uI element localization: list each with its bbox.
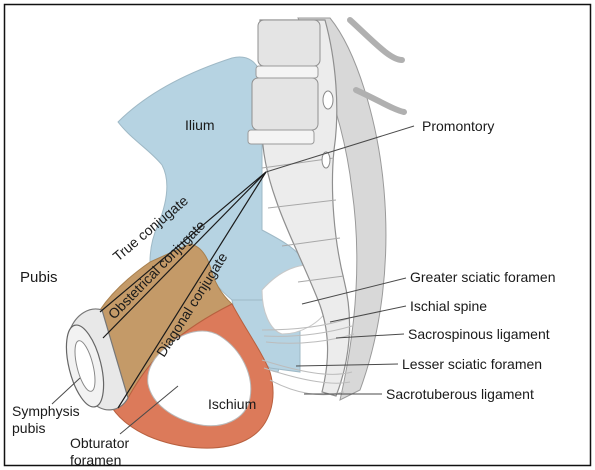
- label-obturator-foramen-line1: Obturator: [70, 435, 129, 451]
- label-greater-sciatic-foramen: Greater sciatic foramen: [410, 269, 556, 285]
- label-symphysis-pubis-line1: Symphysis: [12, 403, 80, 419]
- label-ischium: Ischium: [208, 396, 256, 412]
- label-lesser-sciatic-foramen: Lesser sciatic foramen: [402, 356, 542, 372]
- label-symphysis-pubis-line2: pubis: [12, 420, 45, 436]
- label-ilium: Ilium: [185, 117, 215, 133]
- label-pubis: Pubis: [20, 269, 58, 286]
- label-promontory: Promontory: [422, 118, 494, 134]
- disc-2: [248, 130, 314, 144]
- label-sacrotuberous-ligament: Sacrotuberous ligament: [386, 386, 534, 402]
- vertebra-l5: [252, 78, 318, 130]
- vertebra-l4: [258, 20, 320, 66]
- label-sacrospinous-ligament: Sacrospinous ligament: [408, 326, 550, 342]
- sacral-foramen: [323, 91, 333, 109]
- label-ischial-spine: Ischial spine: [410, 298, 487, 314]
- label-obturator-foramen-line2: foramen: [70, 452, 121, 468]
- disc-1: [256, 66, 318, 78]
